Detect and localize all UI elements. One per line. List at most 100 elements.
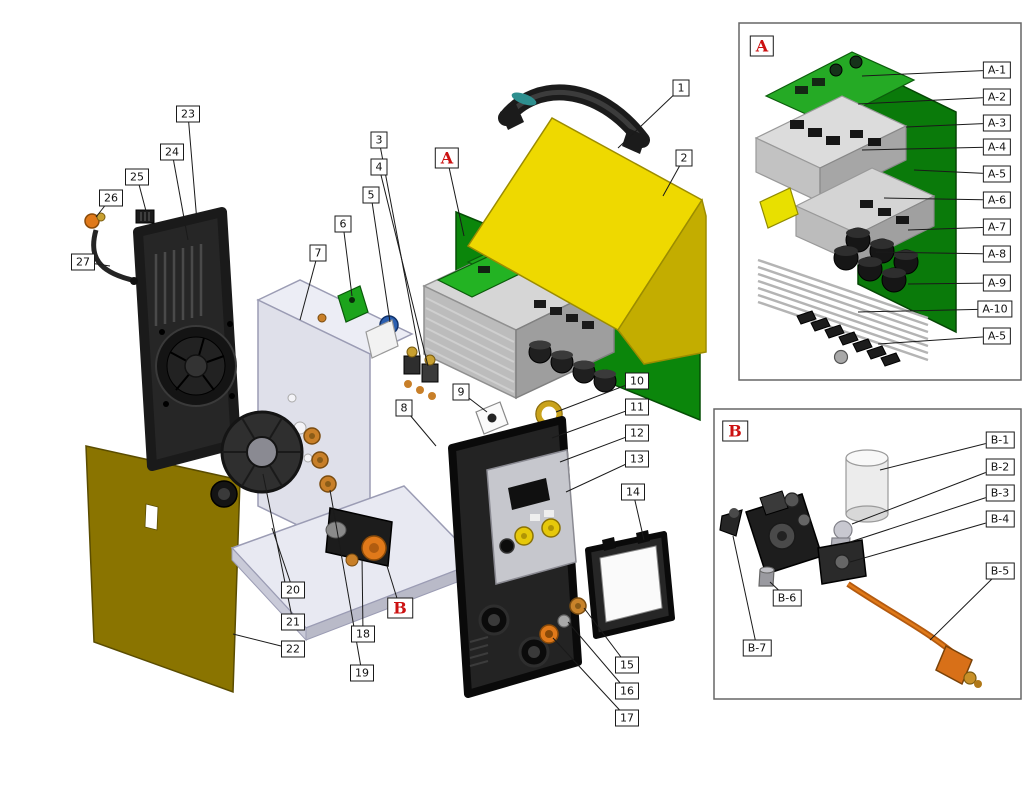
callout-main-19-20: 20 <box>281 581 305 599</box>
callout-detail_b-5-B-6: B-6 <box>772 589 802 607</box>
callout-main-16-17: 17 <box>615 709 639 727</box>
callout-detail_a-7-A-8: A-8 <box>982 245 1012 263</box>
callout-detail_b-6-B-7: B-7 <box>742 639 772 657</box>
leader-main-9-10 <box>555 380 638 413</box>
access-door <box>585 530 675 639</box>
leader-detail_a-7-A-8 <box>875 251 998 255</box>
leader-detail_b-3-B-4 <box>849 518 1001 563</box>
callout-detail_b-4-B-5: B-5 <box>985 562 1015 580</box>
callout-main-0-1: 1 <box>672 79 690 97</box>
callout-main-2-3: 3 <box>370 131 388 149</box>
top-cover-yellow <box>466 117 707 365</box>
callout-main-25-26: 26 <box>99 189 123 207</box>
leader-main-16-17 <box>552 637 628 719</box>
brass-fittings <box>303 427 337 493</box>
leader-main-18-19 <box>329 489 363 674</box>
callout-main-24-25: 25 <box>125 168 149 186</box>
marker-detail_box_b: B <box>722 420 748 442</box>
callout-main-11-12: 12 <box>625 424 649 442</box>
callout-detail_a-8-A-9: A-9 <box>982 274 1012 292</box>
detail-a-capacitors <box>833 227 919 293</box>
rear-panel <box>133 207 241 471</box>
leader-main-11-12 <box>559 432 638 463</box>
leader-detail_a-0-A-1 <box>861 69 998 77</box>
callout-main-9-10: 10 <box>625 372 649 390</box>
callout-main-1-2: 2 <box>675 149 693 167</box>
leader-detail_a-3-A-4 <box>861 146 998 151</box>
detail-b-sleeve <box>758 566 775 587</box>
detail-b-feeder-body <box>745 490 823 575</box>
leader-main-14-15 <box>583 607 628 666</box>
callout-main-17-18: 18 <box>351 625 375 643</box>
detail-b-torch-connector <box>935 644 982 688</box>
callout-main-22-23: 23 <box>176 105 200 123</box>
callout-detail_a-9-A-10: A-10 <box>977 300 1013 318</box>
callout-detail_a-4-A-5: A-5 <box>982 165 1012 183</box>
leader-marker-main_a <box>446 157 465 237</box>
leader-detail_b-4-B-5 <box>929 570 1001 641</box>
callout-main-8-9: 9 <box>452 383 470 401</box>
detail-a-yellow-block <box>759 187 799 229</box>
callout-main-7-8: 8 <box>395 399 413 417</box>
callout-detail_b-3-B-4: B-4 <box>985 510 1015 528</box>
marker-detail_box_a: A <box>749 35 775 57</box>
leader-main-5-6 <box>342 223 353 297</box>
side-panel-left <box>85 445 241 694</box>
rear-panel-vents <box>154 244 203 326</box>
leader-main-10-11 <box>551 406 638 439</box>
front-panel <box>448 416 582 698</box>
leader-main-4-5 <box>370 194 391 323</box>
callout-main-12-13: 13 <box>625 450 649 468</box>
leader-detail_b-0-B-1 <box>879 439 1001 471</box>
leader-main-0-1 <box>617 87 682 149</box>
callout-detail_a-10-A-5: A-5 <box>982 327 1012 345</box>
electrolytic-capacitors <box>528 340 617 393</box>
detail-b-torch-cable <box>846 581 954 655</box>
leader-detail_a-10-A-5 <box>877 335 998 345</box>
leader-detail_a-1-A-2 <box>857 96 998 105</box>
callout-main-10-11: 11 <box>625 398 649 416</box>
callout-main-4-5: 5 <box>362 186 380 204</box>
leader-main-15-16 <box>567 621 628 692</box>
callout-main-13-14: 14 <box>621 483 645 501</box>
leader-detail_a-6-A-7 <box>907 226 998 231</box>
callout-main-3-4: 4 <box>370 158 388 176</box>
callout-main-14-15: 15 <box>615 656 639 674</box>
leader-detail_b-6-B-7 <box>732 535 758 649</box>
leader-main-6-7 <box>299 252 319 321</box>
callout-main-15-16: 16 <box>615 682 639 700</box>
callout-main-6-7: 7 <box>309 244 327 262</box>
wire-feed-assembly <box>325 507 393 567</box>
rear-small-parts <box>84 209 155 285</box>
callout-main-23-24: 24 <box>160 143 184 161</box>
leader-detail_a-8-A-9 <box>907 282 998 285</box>
callout-detail_a-3-A-4: A-4 <box>982 138 1012 156</box>
leader-detail_b-1-B-2 <box>851 466 1001 525</box>
carry-handle <box>498 84 650 154</box>
leader-main-17-18 <box>361 555 364 635</box>
callout-detail_a-2-A-3: A-3 <box>982 114 1012 132</box>
cooling-fan <box>155 321 237 407</box>
marker-main_b: B <box>387 597 413 619</box>
leader-main-23-24 <box>171 151 189 241</box>
leader-main-2-3 <box>378 139 421 357</box>
marker-main_a: A <box>434 147 460 169</box>
leader-main-22-23 <box>187 113 198 223</box>
output-sockets <box>478 604 550 668</box>
leader-detail_a-2-A-3 <box>905 122 998 128</box>
detail-b-motor <box>845 449 889 523</box>
callout-detail_b-0-B-1: B-1 <box>985 431 1015 449</box>
callout-main-21-22: 22 <box>281 640 305 658</box>
callout-detail_a-1-A-2: A-2 <box>982 88 1012 106</box>
detail-a-heatsink-fins <box>757 258 929 362</box>
detail-b-clamp <box>817 539 867 585</box>
callout-detail_b-1-B-2: B-2 <box>985 458 1015 476</box>
leader-detail_a-5-A-6 <box>883 197 998 201</box>
leader-main-19-20 <box>271 527 294 591</box>
control-knobs <box>499 518 561 554</box>
callout-detail_b-2-B-3: B-3 <box>985 484 1015 502</box>
callout-detail_a-6-A-7: A-7 <box>982 218 1012 236</box>
